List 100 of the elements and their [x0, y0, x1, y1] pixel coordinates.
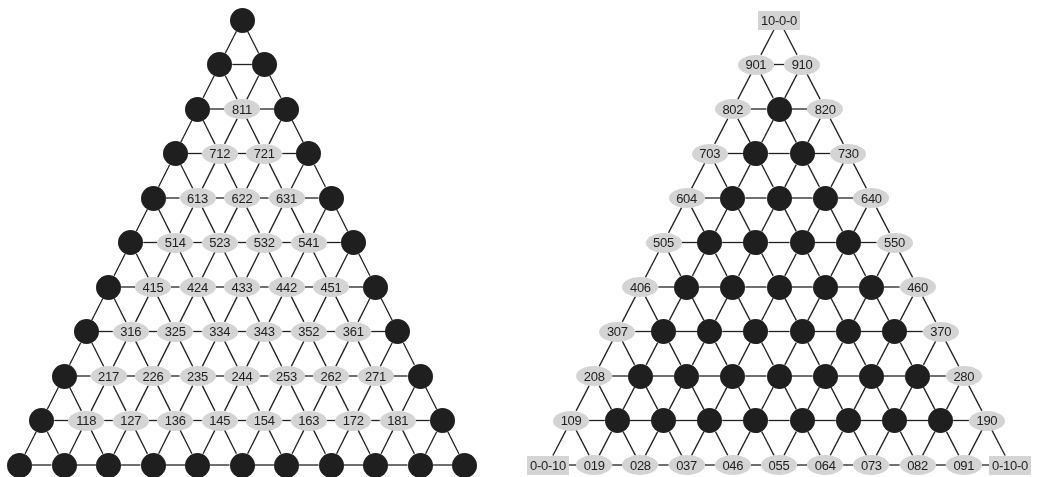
connector-line — [348, 286, 364, 288]
composition-label: 712 — [201, 143, 238, 164]
connector-line — [922, 386, 936, 411]
connector-line — [192, 419, 203, 422]
connector-line — [290, 295, 305, 323]
connector-line — [392, 375, 409, 377]
connector-line — [813, 241, 837, 244]
connector-line — [335, 295, 350, 323]
connector-line — [303, 197, 320, 199]
composition-label: 523 — [201, 232, 238, 253]
connector-line — [312, 251, 327, 279]
lattice-dot — [140, 452, 166, 477]
connector-line — [629, 419, 652, 422]
connector-line — [876, 386, 890, 411]
connector-line — [703, 197, 721, 199]
lattice-dot — [743, 141, 769, 166]
connector-line — [209, 108, 225, 110]
connector-line — [737, 73, 752, 101]
connector-line — [120, 464, 142, 466]
composition-label: 802 — [714, 99, 751, 119]
connector-line — [853, 341, 867, 366]
connector-line — [113, 297, 127, 323]
lattice-dot — [835, 408, 861, 433]
connector-line — [246, 429, 261, 455]
connector-line — [179, 295, 194, 323]
connector-line — [447, 431, 460, 455]
composition-label: 550 — [876, 232, 913, 253]
lattice-dot — [697, 408, 723, 433]
connector-line — [268, 384, 283, 412]
connector-line — [860, 419, 883, 422]
connector-line — [761, 430, 775, 457]
composition-label: 037 — [668, 455, 705, 475]
connector-line — [91, 342, 105, 368]
connector-line — [142, 241, 158, 244]
connector-line — [268, 206, 283, 234]
connector-line — [246, 30, 260, 54]
lattice-dot — [140, 185, 166, 211]
connector-line — [209, 464, 231, 466]
composition-label: 190 — [968, 410, 1005, 431]
connector-line — [761, 386, 774, 411]
composition-label: 442 — [268, 277, 305, 297]
composition-label: 415 — [135, 277, 171, 297]
lattice-dot — [835, 230, 861, 255]
connector-line — [784, 163, 797, 188]
lattice-dot — [51, 363, 77, 389]
connector-line — [290, 340, 305, 368]
connector-line — [737, 386, 751, 411]
lattice-dot — [697, 319, 723, 344]
connector-line — [668, 297, 682, 322]
lattice-dot — [720, 185, 746, 211]
connector-line — [737, 208, 751, 233]
connector-line — [370, 330, 386, 333]
connector-line — [370, 419, 381, 422]
connector-line — [358, 253, 371, 277]
connector-line — [135, 208, 149, 232]
connector-line — [621, 340, 636, 366]
connector-line — [202, 75, 215, 99]
lattice-dot — [96, 452, 121, 477]
lattice-dot — [651, 408, 676, 433]
connector-line — [134, 429, 149, 455]
connector-line — [644, 295, 659, 322]
connector-line — [790, 375, 814, 377]
connector-line — [157, 295, 172, 323]
lattice-dot — [274, 452, 299, 477]
connector-line — [784, 119, 797, 144]
connector-line — [246, 251, 261, 279]
connector-line — [703, 464, 716, 466]
connector-line — [737, 341, 751, 366]
composition-label: 316 — [112, 321, 149, 342]
composition-label: 172 — [335, 410, 372, 431]
lattice-dot — [604, 408, 630, 433]
connector-line — [598, 340, 613, 368]
composition-label: 028 — [622, 455, 659, 475]
connector-line — [335, 340, 350, 368]
connector-line — [721, 330, 745, 333]
composition-label: 136 — [157, 410, 194, 431]
connector-line — [790, 197, 814, 199]
connector-line — [259, 197, 270, 199]
connector-line — [246, 75, 260, 101]
connector-line — [246, 117, 261, 145]
connector-line — [68, 386, 83, 412]
connector-line — [981, 464, 990, 466]
connector-line — [790, 108, 808, 110]
connector-line — [830, 386, 844, 411]
connector-line — [379, 342, 393, 368]
connector-line — [170, 286, 181, 288]
connector-line — [853, 297, 867, 322]
connector-line — [922, 340, 937, 366]
composition-label: 073 — [853, 455, 890, 475]
connector-line — [135, 253, 149, 279]
connector-line — [223, 429, 238, 455]
connector-line — [737, 252, 751, 277]
connector-line — [335, 208, 349, 232]
lattice-dot — [766, 363, 792, 389]
composition-label: 433 — [224, 277, 260, 297]
connector-line — [268, 162, 283, 190]
composition-label: 208 — [576, 366, 613, 386]
connector-line — [767, 419, 791, 422]
connector-line — [652, 375, 675, 377]
connector-line — [760, 73, 774, 99]
